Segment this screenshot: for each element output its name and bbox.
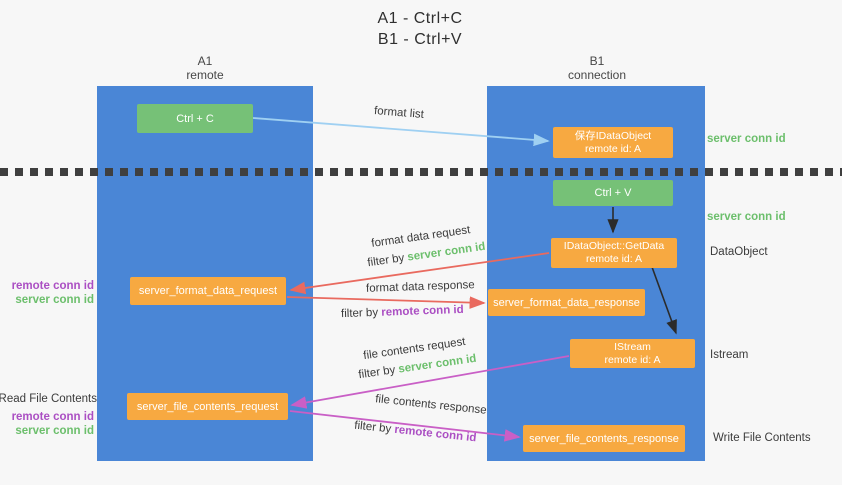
filter-prefix: filter by bbox=[366, 251, 409, 270]
node-save-idataobject: 保存IDataObject remote id: A bbox=[553, 127, 673, 158]
filter-prefix: filter by bbox=[353, 419, 396, 436]
node-file-request-label: server_file_contents_request bbox=[136, 400, 279, 413]
annotation-write-file-contents: Write File Contents bbox=[713, 432, 811, 444]
filter-prefix: filter by bbox=[357, 363, 400, 382]
arrow-label-format-list: format list bbox=[373, 105, 425, 121]
node-ctrl-c: Ctrl + C bbox=[137, 104, 253, 133]
filter-remote-conn-id: remote conn id bbox=[393, 423, 477, 445]
node-istream-line1: IStream bbox=[614, 340, 651, 353]
column-b1-subtitle: connection bbox=[567, 68, 627, 82]
node-istream-line2: remote id: A bbox=[604, 353, 661, 366]
arrow-label-format-data-response: format data response bbox=[365, 279, 475, 295]
node-server-format-data-request: server_format_data_request bbox=[130, 277, 286, 305]
column-b1-title: B1 bbox=[589, 54, 605, 68]
machine-boundary-dotted-line bbox=[0, 168, 842, 176]
node-idataobject-getdata: IDataObject::GetData remote id: A bbox=[551, 238, 677, 268]
node-server-file-contents-request: server_file_contents_request bbox=[127, 393, 288, 420]
column-header-b1: B1 connection bbox=[537, 54, 657, 82]
filter-server-conn-id: server conn id bbox=[397, 352, 478, 376]
column-a1-subtitle: remote bbox=[186, 68, 224, 82]
filter-remote-conn-id: remote conn id bbox=[381, 303, 464, 319]
annotation-read-file-contents: Read File Contents bbox=[0, 393, 97, 405]
annotation-istream: Istream bbox=[710, 349, 749, 361]
annotation-server-conn-id-top: server conn id bbox=[707, 133, 786, 145]
title-line-1: A1 - Ctrl+C bbox=[377, 10, 463, 27]
annotation-req2-server-conn-id: server conn id bbox=[15, 425, 94, 437]
annotation-server-conn-id-mid: server conn id bbox=[707, 211, 786, 223]
node-file-response-label: server_file_contents_response bbox=[529, 432, 679, 445]
column-header-a1: A1 remote bbox=[145, 54, 265, 82]
node-getdata-line1: IDataObject::GetData bbox=[563, 240, 665, 252]
node-ctrl-v-label: Ctrl + V bbox=[594, 187, 632, 199]
arrow-label-filter-response-2: filter by remote conn id bbox=[354, 420, 477, 445]
node-istream: IStream remote id: A bbox=[570, 339, 695, 368]
arrow-format-data-response bbox=[286, 296, 486, 309]
node-ctrl-v: Ctrl + V bbox=[553, 180, 673, 206]
arrow-label-file-contents-response: file contents response bbox=[374, 393, 488, 417]
diagram-title: A1 - Ctrl+C B1 - Ctrl+V bbox=[300, 8, 540, 50]
annotation-req1-server-conn-id: server conn id bbox=[15, 294, 94, 306]
arrow-label-filter-response-1: filter by remote conn id bbox=[341, 304, 464, 320]
node-ctrl-c-label: Ctrl + C bbox=[176, 112, 214, 125]
column-a1-title: A1 bbox=[197, 54, 213, 68]
node-format-response-label: server_format_data_response bbox=[493, 296, 640, 309]
node-format-request-label: server_format_data_request bbox=[138, 285, 278, 297]
filter-prefix: filter by bbox=[340, 306, 382, 321]
annotation-req1-remote-conn-id: remote conn id bbox=[11, 280, 94, 292]
node-save-idataobject-line1: 保存IDataObject bbox=[574, 129, 652, 142]
node-getdata-line2: remote id: A bbox=[585, 253, 643, 265]
node-server-format-data-response: server_format_data_response bbox=[488, 289, 645, 316]
annotation-req2-remote-conn-id: remote conn id bbox=[11, 411, 94, 423]
annotation-dataobject: DataObject bbox=[710, 246, 768, 258]
node-save-idataobject-line2: remote id: A bbox=[584, 142, 642, 155]
filter-server-conn-id: server conn id bbox=[406, 240, 487, 264]
node-server-file-contents-response: server_file_contents_response bbox=[523, 425, 685, 452]
title-line-2: B1 - Ctrl+V bbox=[377, 31, 463, 48]
